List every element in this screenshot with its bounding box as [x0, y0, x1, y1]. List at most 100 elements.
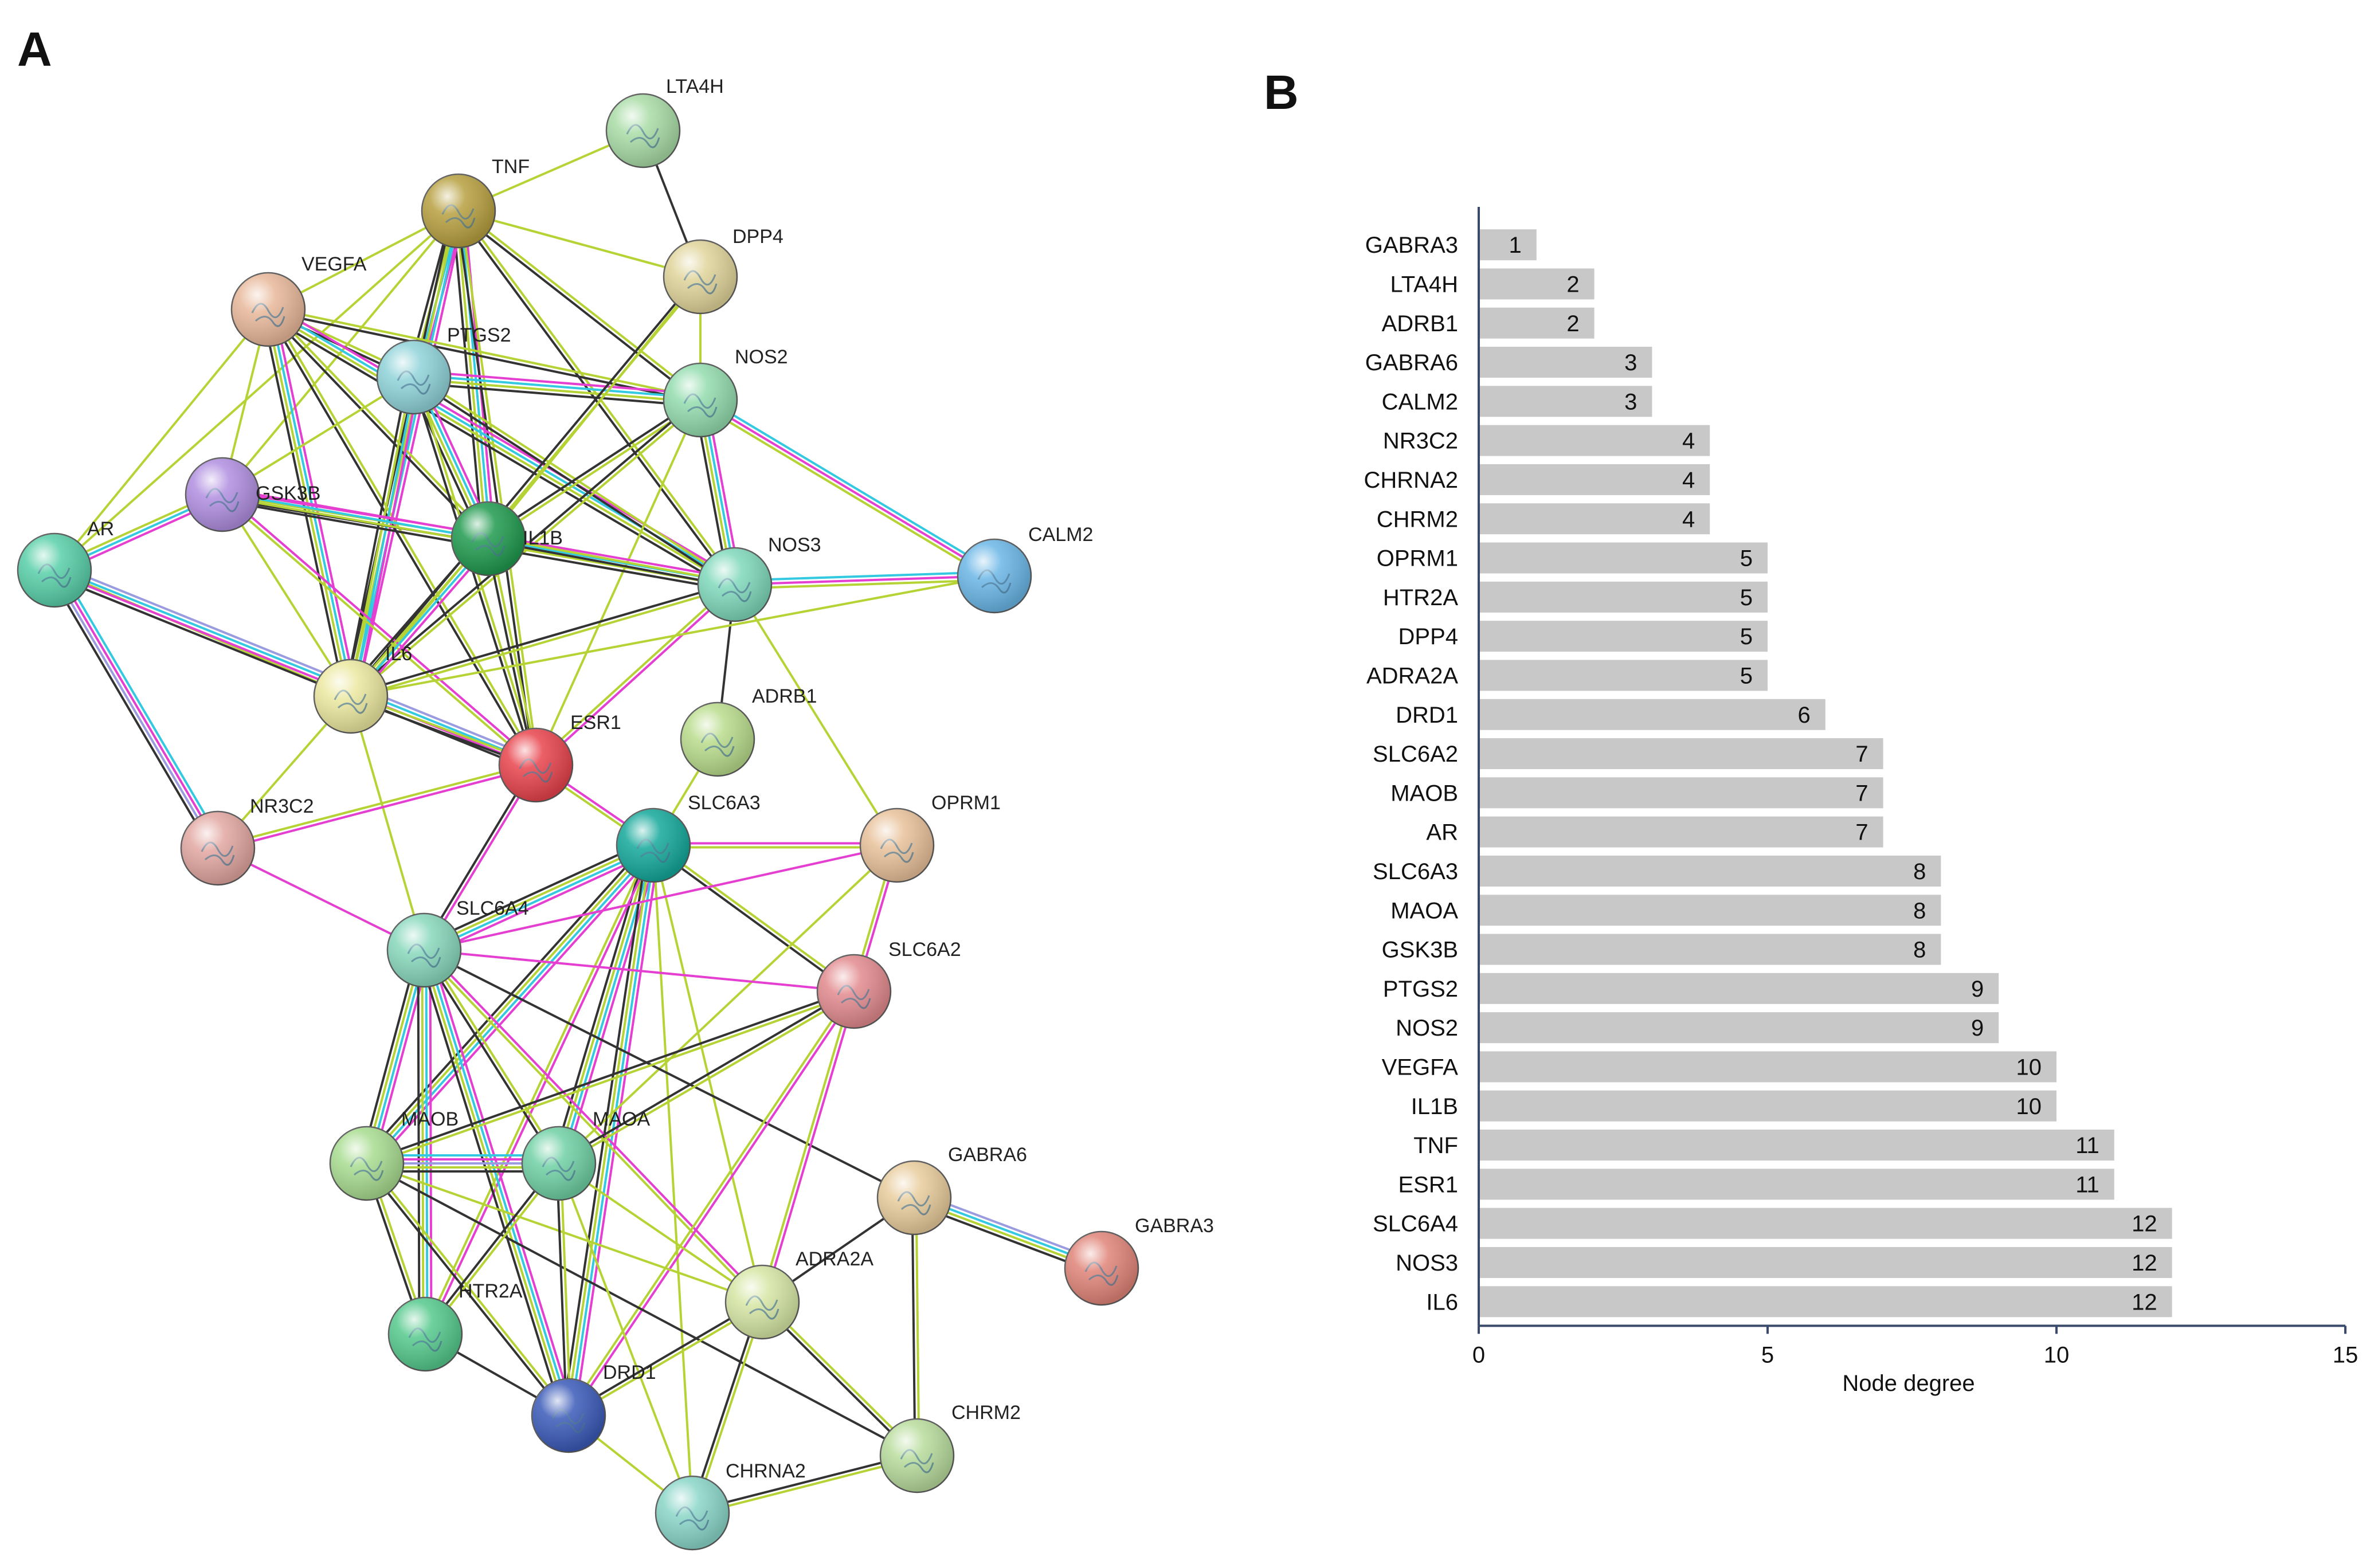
node-adrb1[interactable]: ADRB1 [680, 685, 817, 777]
value-label-drd1: 6 [1798, 703, 1811, 728]
edge-evidence-textmining [653, 842, 857, 991]
bar-tnf [1479, 1130, 2114, 1161]
edge-evidence-experiments [763, 990, 857, 1304]
node-slc6a2[interactable]: SLC6A2 [816, 939, 961, 1029]
edge-slc6a4-slc6a2 [423, 949, 855, 993]
edge-il1b-nos3 [487, 535, 737, 588]
edge-evidence-experiments [429, 947, 576, 1415]
node-lta4h[interactable]: LTA4H [605, 76, 724, 168]
edge-evidence-textmining [421, 950, 568, 1418]
bar-gabra3 [1479, 229, 1537, 261]
node-gloss [532, 1379, 605, 1452]
node-label-gabra6: GABRA6 [948, 1144, 1027, 1166]
value-label-chrm2: 4 [1682, 507, 1695, 532]
node-gloss [817, 955, 891, 1028]
category-label-drd1: DRD1 [1396, 703, 1458, 728]
node-maoa[interactable]: MAOA [521, 1108, 650, 1201]
value-label-nos3: 12 [2132, 1251, 2157, 1276]
bar-nr3c2 [1479, 425, 1710, 456]
node-adra2a[interactable]: ADRA2A [724, 1248, 873, 1340]
node-gloss [422, 174, 495, 248]
node-oprm1[interactable]: OPRM1 [859, 792, 1001, 883]
category-label-dpp4: DPP4 [1398, 624, 1459, 649]
node-dpp4[interactable]: DPP4 [663, 226, 784, 315]
edge-evidence-textmining [216, 762, 537, 848]
edge-evidence-textmining [558, 1162, 763, 1303]
node-gloss [314, 660, 387, 733]
edge-evidence-textmining [566, 989, 854, 1416]
edge-evidence-experiments [355, 377, 421, 699]
category-label-il1b: IL1B [1411, 1094, 1458, 1119]
node-vegfa[interactable]: VEGFA [230, 253, 367, 347]
node-nos2[interactable]: NOS2 [663, 346, 788, 438]
node-htr2a[interactable]: HTR2A [387, 1280, 523, 1372]
bar-gabra6 [1479, 347, 1652, 378]
edge-evidence-coexpression [348, 274, 700, 696]
edge-evidence-textmining [691, 1456, 919, 1516]
edge-il6-calm2 [350, 575, 996, 697]
edge-evidence-experiments [273, 307, 358, 696]
node-slc6a3[interactable]: SLC6A3 [616, 792, 761, 883]
node-drd1[interactable]: DRD1 [531, 1362, 656, 1453]
node-chrna2[interactable]: CHRNA2 [655, 1460, 806, 1551]
edge-maoa-drd1 [555, 1162, 572, 1417]
bar-il6 [1479, 1286, 2172, 1318]
node-label-chrna2: CHRNA2 [726, 1460, 806, 1482]
node-il6[interactable]: IL6 [313, 643, 412, 734]
edge-slc6a2-maoa [557, 988, 856, 1167]
category-label-adrb1: ADRB1 [1382, 311, 1458, 336]
node-nr3c2[interactable]: NR3C2 [180, 795, 314, 886]
edge-evidence-textmining [535, 399, 702, 766]
edge-evidence-textmining [53, 308, 269, 571]
edge-evidence-textmining [221, 210, 460, 496]
node-slc6a4[interactable]: SLC6A4 [386, 897, 529, 988]
node-il1b[interactable]: IL1B [450, 501, 563, 577]
node-esr1[interactable]: ESR1 [498, 712, 621, 803]
node-chrm2[interactable]: CHRM2 [879, 1402, 1021, 1493]
edge-slc6a3-drd1 [561, 843, 661, 1418]
edge-evidence-coexpression [412, 377, 735, 587]
node-gloss [681, 703, 754, 776]
node-gabra3[interactable]: GABRA3 [1064, 1215, 1214, 1306]
edge-slc6a2-maob [365, 988, 856, 1167]
edge-evidence-experiments [426, 845, 657, 1336]
edge-nos3-calm2 [733, 571, 996, 590]
node-degree-bar-chart: GABRA3LTA4HADRB1GABRA6CALM2NR3C2CHRNA2CH… [1364, 207, 2358, 1396]
edge-evidence-textmining [734, 583, 898, 846]
node-tnf[interactable]: TNF [421, 156, 530, 249]
edge-evidence-textmining [267, 306, 702, 399]
value-label-gabra6: 3 [1624, 350, 1637, 375]
node-label-chrm2: CHRM2 [951, 1402, 1021, 1424]
edge-gabra6-chrm2 [911, 1196, 920, 1457]
category-label-oprm1: OPRM1 [1377, 546, 1458, 571]
node-label-ar: AR [87, 518, 114, 540]
node-gabra6[interactable]: GABRA6 [876, 1144, 1027, 1236]
edge-evidence-experiments [569, 991, 857, 1418]
edge-nr3c2-slc6a4 [217, 847, 425, 951]
panel-label-b: B [1264, 65, 1299, 119]
node-gloss [232, 273, 305, 346]
edge-ar-esr1 [51, 563, 539, 772]
node-ptgs2[interactable]: PTGS2 [376, 324, 511, 415]
value-label-tnf: 11 [2075, 1133, 2099, 1158]
bar-gsk3b [1479, 934, 1941, 965]
category-label-maob: MAOB [1390, 781, 1458, 806]
edge-evidence-databases [425, 948, 429, 1335]
edge-evidence-databases [351, 210, 462, 698]
node-calm2[interactable]: CALM2 [957, 524, 1093, 614]
category-label-gabra3: GABRA3 [1365, 233, 1458, 258]
node-nos3[interactable]: NOS3 [697, 534, 821, 622]
node-gsk3b[interactable]: GSK3B [185, 457, 320, 532]
bar-lta4h [1479, 268, 1595, 300]
edge-slc6a3-htr2a [422, 843, 657, 1336]
node-ar[interactable]: AR [17, 518, 114, 608]
category-label-slc6a3: SLC6A3 [1373, 859, 1458, 884]
node-maob[interactable]: MAOB [329, 1108, 459, 1201]
node-label-calm2: CALM2 [1028, 524, 1093, 546]
node-label-esr1: ESR1 [570, 712, 621, 734]
value-label-nr3c2: 4 [1682, 429, 1695, 454]
bar-slc6a3 [1479, 855, 1941, 887]
category-label-nr3c2: NR3C2 [1383, 429, 1458, 454]
